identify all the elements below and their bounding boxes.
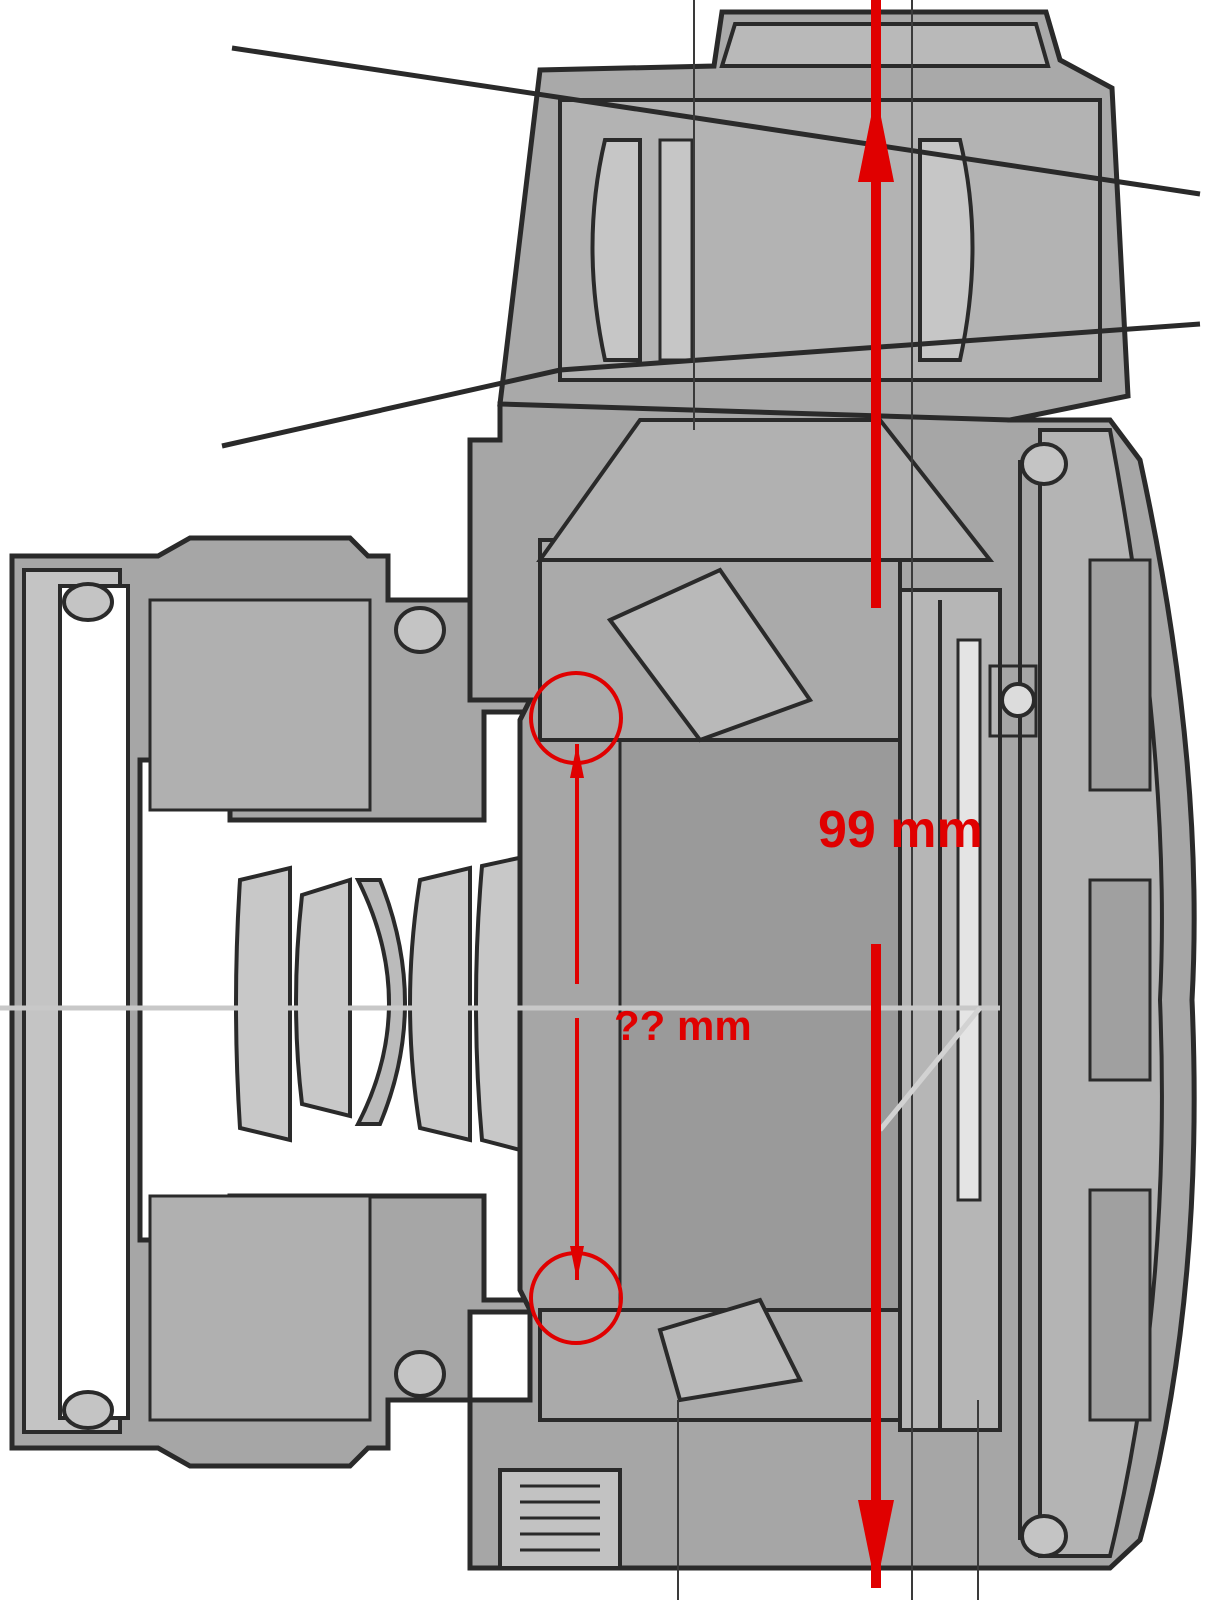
- highlight-circle-top: [529, 671, 623, 765]
- highlight-circle-bottom: [529, 1251, 623, 1345]
- arrowhead-down: [858, 1500, 894, 1588]
- lens-barrel: [9, 535, 533, 1469]
- unknown-dimension-label: ?? mm: [614, 1002, 752, 1049]
- arrowhead-up: [858, 92, 894, 182]
- measured-dimension-label: 99 mm: [818, 801, 983, 859]
- camera-body: [467, 401, 1197, 1571]
- mirror-ray: [878, 1006, 982, 1132]
- sight-lines: [221, 0, 1201, 1600]
- dimension-99mm-arrow: [858, 0, 894, 1588]
